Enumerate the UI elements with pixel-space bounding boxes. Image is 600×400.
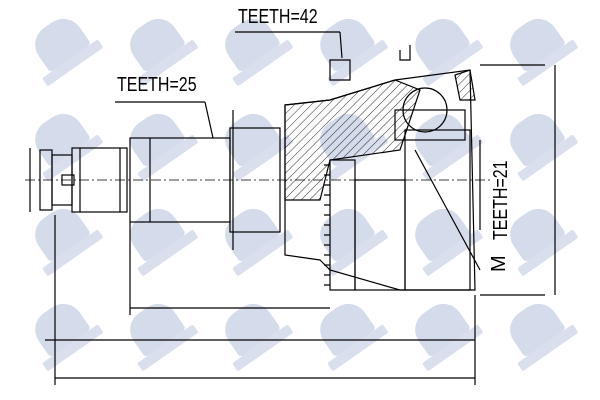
teeth-left-label: TEETH=25	[117, 74, 197, 96]
m-label: M	[488, 255, 510, 272]
teeth-right-label: TEETH=21	[490, 160, 512, 240]
shaft-collar	[71, 147, 128, 213]
teeth-top-label: TEETH=42	[238, 6, 318, 28]
